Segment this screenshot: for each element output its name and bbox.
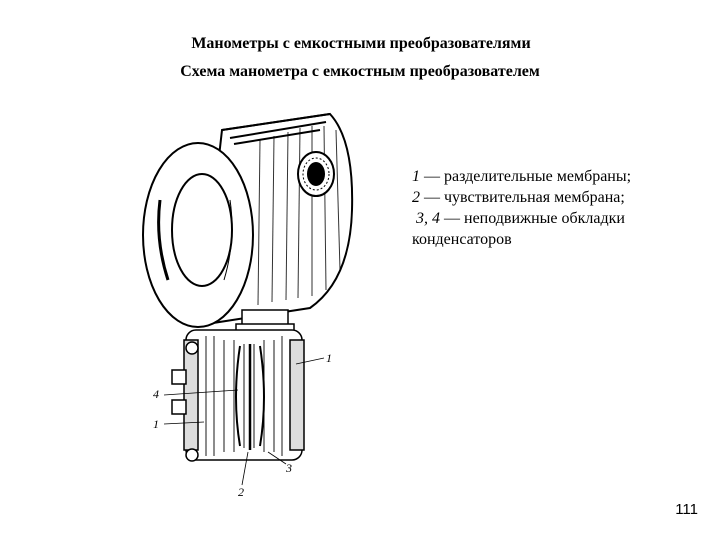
page-subtitle: Схема манометра с емкостным преобразоват… (180, 63, 540, 80)
threaded-port (297, 151, 335, 197)
legend: 1 — разделительные мембраны; 2 — чувстви… (412, 166, 712, 250)
legend-item-2: 2 — чувствительная мембрана; (412, 189, 625, 206)
legend-item-3: 3, 4 — неподвижные обкладки (416, 210, 625, 227)
manometer-diagram: 1 4 1 2 3 (142, 112, 354, 499)
sensor-body (171, 329, 305, 462)
callout-2: 2 (238, 485, 244, 499)
legend-item-1: 1 — разделительные мембраны; (412, 168, 632, 185)
callout-4: 4 (153, 387, 159, 401)
callout-3: 3 (285, 461, 292, 475)
front-ring (142, 142, 254, 328)
neck (235, 309, 295, 333)
callout-1-right: 1 (326, 351, 332, 365)
page-title: Манометры с емкостными преобразователями (191, 35, 531, 52)
legend-item-3-cont: конденсаторов (412, 231, 512, 248)
callout-1-left: 1 (153, 417, 159, 431)
page-number: 111 (675, 501, 698, 518)
